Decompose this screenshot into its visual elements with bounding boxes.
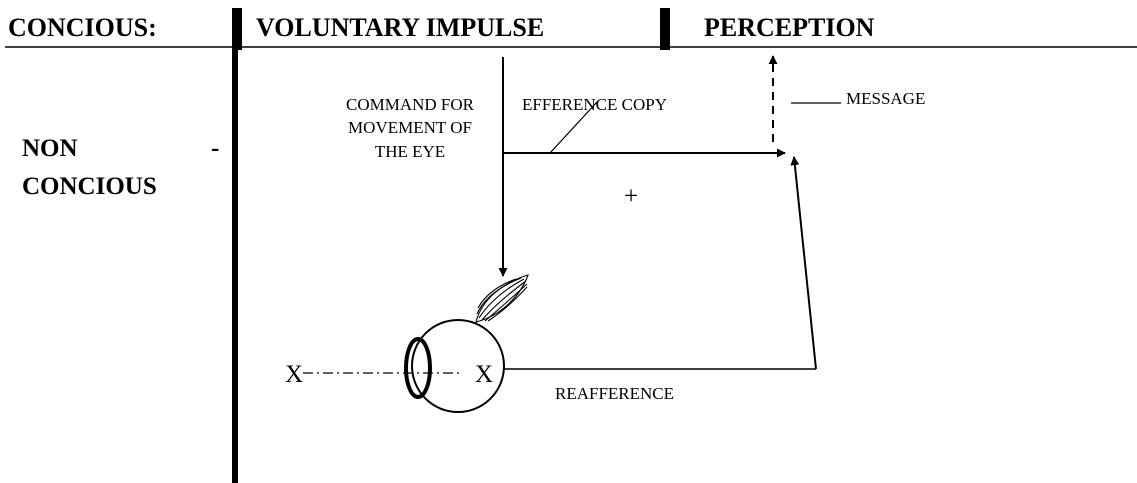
x-marker-right: X: [475, 361, 493, 388]
eye-muscle-icon: [475, 274, 529, 323]
header-voluntary-impulse: VOLUNTARY IMPULSE: [256, 13, 544, 42]
reafference-arrow: [790, 156, 817, 370]
reafference-label: REAFFERENCE: [555, 384, 674, 403]
header-perception: PERCEPTION: [704, 13, 875, 42]
message-label: MESSAGE: [846, 89, 925, 108]
plus-sign: +: [624, 183, 638, 210]
side-label-non: NON: [22, 135, 78, 162]
eye-lens: [404, 337, 432, 399]
header-divider-right: [660, 8, 670, 50]
command-label-line3: THE EYE: [375, 142, 445, 161]
side-label-conscious: CONCIOUS: [22, 173, 157, 200]
command-label-line2: MOVEMENT OF: [348, 118, 472, 137]
x-marker-left: X: [285, 361, 303, 388]
header-divider-left: [232, 8, 242, 50]
header-conscious: CONCIOUS:: [8, 13, 157, 42]
efference-copy-pointer: [549, 101, 598, 154]
command-label-line1: COMMAND FOR: [346, 95, 475, 114]
eyeball: [411, 319, 505, 413]
side-label-dash: -: [211, 135, 219, 162]
section-divider: [232, 50, 238, 483]
eye-icon: [404, 319, 505, 413]
